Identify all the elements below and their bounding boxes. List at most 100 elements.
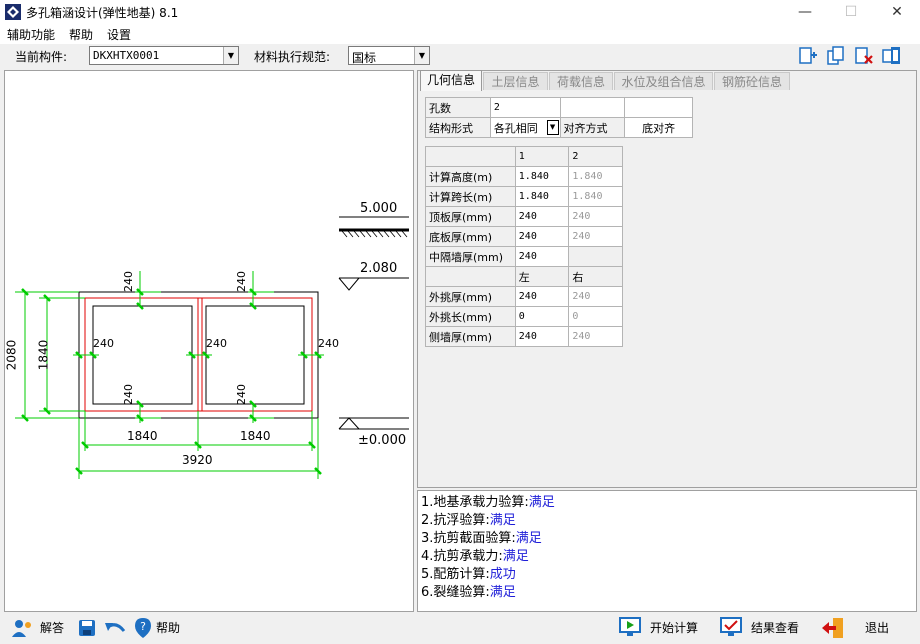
calc-span-1[interactable]: 1.840 xyxy=(514,186,570,207)
tab-water-combo[interactable]: 水位及组合信息 xyxy=(614,72,713,90)
row-label: 计算高度(m) xyxy=(425,166,516,187)
menu-assist[interactable]: 辅助功能 xyxy=(7,28,56,42)
tab-rebar[interactable]: 钢筋砼信息 xyxy=(714,72,790,90)
tab-load[interactable]: 荷载信息 xyxy=(549,72,613,90)
help-icon[interactable]: ? xyxy=(134,617,152,639)
result-label: 5.配筋计算: xyxy=(421,567,490,582)
tab-soil[interactable]: 土层信息 xyxy=(483,72,548,90)
menu-settings[interactable]: 设置 xyxy=(107,28,132,42)
dim-mid-wall: 240 xyxy=(206,337,227,350)
row-label: 计算跨长(m) xyxy=(425,186,516,207)
exit-icon[interactable] xyxy=(821,617,845,639)
maximize-button[interactable]: ☐ xyxy=(844,4,858,20)
result-label: 4.抗剪承载力: xyxy=(421,549,503,564)
copy-file-icon[interactable] xyxy=(825,45,847,67)
view-results-button[interactable]: 结果查看 xyxy=(751,621,800,635)
table-cell xyxy=(568,246,623,267)
elevation-top-label: 5.000 xyxy=(360,201,398,216)
cantilever-length-right: 0 xyxy=(568,306,623,327)
structure-table: 孔数 2 结构形式 各孔相同▼ 对齐方式 底对齐 xyxy=(425,97,693,138)
top-slab-2: 240 xyxy=(568,206,623,227)
header-cell xyxy=(425,146,516,167)
spec-label: 材料执行规范: xyxy=(254,50,331,64)
menu-bar xyxy=(0,24,920,44)
exit-button[interactable]: 退出 xyxy=(865,621,890,635)
chevron-down-icon[interactable]: ▼ xyxy=(414,47,429,64)
align-value[interactable]: 底对齐 xyxy=(624,117,693,138)
component-value: DKXHTX0001 xyxy=(93,49,160,62)
menu-help[interactable]: 帮助 xyxy=(69,28,94,42)
right-header: 右 xyxy=(568,266,623,287)
result-line: 2.抗浮验算:满足 xyxy=(421,512,913,530)
dim-bottom-slab-1: 240 xyxy=(122,384,135,405)
undo-icon[interactable] xyxy=(104,619,126,637)
top-slab-1[interactable]: 240 xyxy=(514,206,570,227)
structure-form-value: 各孔相同 xyxy=(493,121,538,135)
elevation-mid-label: 2.080 xyxy=(360,261,398,276)
row-label: 外挑厚(mm) xyxy=(425,286,516,307)
results-panel: 1.地基承载力验算:满足 2.抗浮验算:满足 3.抗剪截面验算:满足 4.抗剪承… xyxy=(417,490,917,612)
result-status: 成功 xyxy=(489,567,516,582)
calc-height-1[interactable]: 1.840 xyxy=(514,166,570,187)
holes-input[interactable]: 2 xyxy=(489,97,561,118)
column-header-2: 2 xyxy=(568,146,623,167)
calc-height-2: 1.840 xyxy=(568,166,623,187)
section-drawing-canvas[interactable]: 5.000 2.080 ±0.000 2080 1840 1840 1840 3… xyxy=(4,70,414,612)
export-icon[interactable] xyxy=(881,45,903,67)
cantilever-thickness-right: 240 xyxy=(568,286,623,307)
bottom-slab-2: 240 xyxy=(568,226,623,247)
row-label xyxy=(425,266,516,287)
row-label: 中隔墙厚(mm) xyxy=(425,246,516,267)
result-label: 2.抗浮验算: xyxy=(421,513,490,528)
row-label: 底板厚(mm) xyxy=(425,226,516,247)
add-file-icon[interactable] xyxy=(797,45,819,67)
dim-span-1: 1840 xyxy=(127,429,158,443)
row-label: 顶板厚(mm) xyxy=(425,206,516,227)
left-header: 左 xyxy=(514,266,570,287)
dim-top-slab-1: 240 xyxy=(122,271,135,292)
help-button[interactable]: 帮助 xyxy=(156,621,181,635)
chevron-down-icon[interactable]: ▼ xyxy=(223,47,238,64)
save-icon[interactable] xyxy=(78,619,96,637)
cantilever-length-left[interactable]: 0 xyxy=(514,306,570,327)
dim-height-total: 2080 xyxy=(4,339,19,371)
spec-select[interactable]: 国标 ▼ xyxy=(348,46,430,65)
start-calculation-icon[interactable] xyxy=(619,617,641,637)
app-logo-icon xyxy=(5,4,21,20)
chevron-down-icon[interactable]: ▼ xyxy=(546,120,559,135)
result-line: 3.抗剪截面验算:满足 xyxy=(421,530,913,548)
window-title: 多孔箱涵设计(弹性地基) 8.1 xyxy=(26,6,179,20)
dim-left-wall: 240 xyxy=(93,337,114,350)
close-button[interactable]: ✕ xyxy=(891,4,903,20)
result-status: 满足 xyxy=(489,513,516,528)
dim-top-slab-2: 240 xyxy=(235,271,248,292)
component-select[interactable]: DKXHTX0001 ▼ xyxy=(89,46,239,65)
side-wall-right: 240 xyxy=(568,326,623,347)
answer-button[interactable]: 解答 xyxy=(40,621,65,635)
dim-bottom-slab-2: 240 xyxy=(235,384,248,405)
result-label: 1.地基承载力验算: xyxy=(421,495,529,510)
dim-right-wall: 240 xyxy=(318,337,339,350)
delete-file-icon[interactable] xyxy=(853,45,875,67)
start-calculation-button[interactable]: 开始计算 xyxy=(650,621,699,635)
minimize-button[interactable]: — xyxy=(798,4,812,20)
cantilever-thickness-left[interactable]: 240 xyxy=(514,286,570,307)
structure-form-select[interactable]: 各孔相同 ▼ xyxy=(489,117,561,138)
result-status: 满足 xyxy=(489,585,516,600)
status-bar xyxy=(0,612,920,644)
tab-geometry[interactable]: 几何信息 xyxy=(420,70,482,91)
dim-height-inner: 1840 xyxy=(36,339,51,371)
bottom-slab-1[interactable]: 240 xyxy=(514,226,570,247)
result-status: 满足 xyxy=(515,531,542,546)
calc-span-2: 1.840 xyxy=(568,186,623,207)
view-results-icon[interactable] xyxy=(720,617,742,637)
structure-form-label: 结构形式 xyxy=(425,117,491,138)
result-status: 满足 xyxy=(528,495,555,510)
mid-wall-1[interactable]: 240 xyxy=(514,246,570,267)
result-label: 3.抗剪截面验算: xyxy=(421,531,516,546)
user-help-icon[interactable] xyxy=(11,618,33,638)
spec-value: 国标 xyxy=(352,51,377,65)
svg-text:?: ? xyxy=(140,620,146,633)
side-wall-left[interactable]: 240 xyxy=(514,326,570,347)
